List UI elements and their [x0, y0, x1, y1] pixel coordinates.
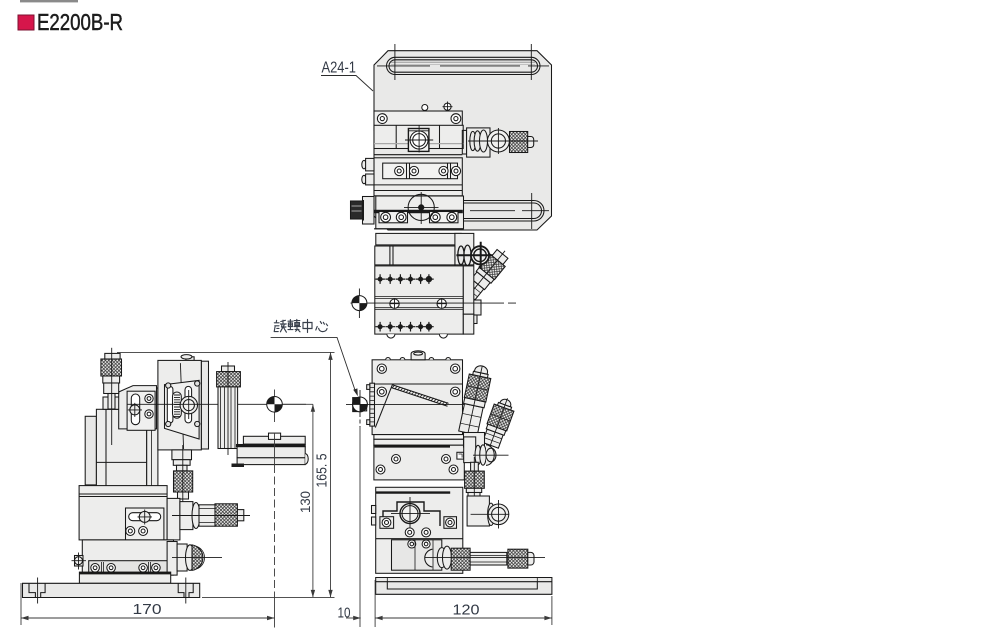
svg-text:170: 170	[133, 601, 162, 618]
svg-text:165. 5: 165. 5	[314, 454, 331, 488]
svg-text:A24-1: A24-1	[322, 60, 357, 77]
svg-text:10: 10	[338, 605, 351, 622]
svg-text:120: 120	[453, 602, 480, 619]
svg-text:E2200B-R: E2200B-R	[37, 9, 123, 35]
svg-text:130: 130	[298, 491, 313, 513]
